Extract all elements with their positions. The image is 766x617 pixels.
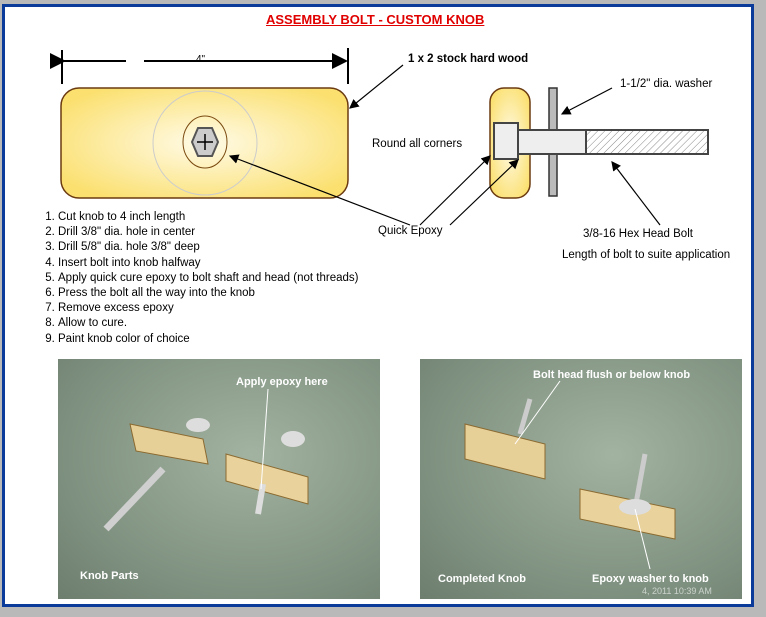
washer-label: 1-1/2" dia. washer [620,78,713,90]
photo-timestamp: 4, 2011 10:39 AM [642,586,712,596]
bolt-threads [585,129,709,155]
photo2-caption-washer: Epoxy washer to knob [592,573,709,585]
photo1-caption: Knob Parts [80,570,139,582]
step: Insert bolt into knob halfway [58,256,358,271]
bolt-shaft [517,129,587,155]
bolt-head [493,122,519,160]
photo2-annotation: Bolt head flush or below knob [533,369,691,381]
step: Cut knob to 4 inch length [58,210,358,225]
dimension-line [50,48,349,84]
dimension-label: 4" [196,54,206,65]
step: Drill 3/8" dia. hole in center [58,225,358,240]
stock-label: 1 x 2 stock hard wood [408,53,529,65]
page-title: ASSEMBLY BOLT - CUSTOM KNOB [266,12,485,27]
corners-label: Round all corners [372,138,463,150]
assembly-diagram [50,48,709,226]
photo1-annotation: Apply epoxy here [236,376,328,388]
step: Allow to cure. [58,316,358,331]
photo-knob-parts: Apply epoxy here Knob Parts [58,359,380,599]
step: Drill 5/8" dia. hole 3/8" deep [58,240,358,255]
step: Apply quick cure epoxy to bolt shaft and… [58,271,358,286]
step: Press the bolt all the way into the knob [58,286,358,301]
photo-completed-knob: Bolt head flush or below knob Completed … [420,359,742,599]
epoxy-label: Quick Epoxy [378,225,443,237]
step: Paint knob color of choice [58,332,358,347]
photo2-caption: Completed Knob [438,573,526,585]
instructions-list: Cut knob to 4 inch length Drill 3/8" dia… [40,210,358,347]
length-label: Length of bolt to suite application [562,249,731,261]
step: Remove excess epoxy [58,301,358,316]
bolt-label: 3/8-16 Hex Head Bolt [583,228,693,240]
